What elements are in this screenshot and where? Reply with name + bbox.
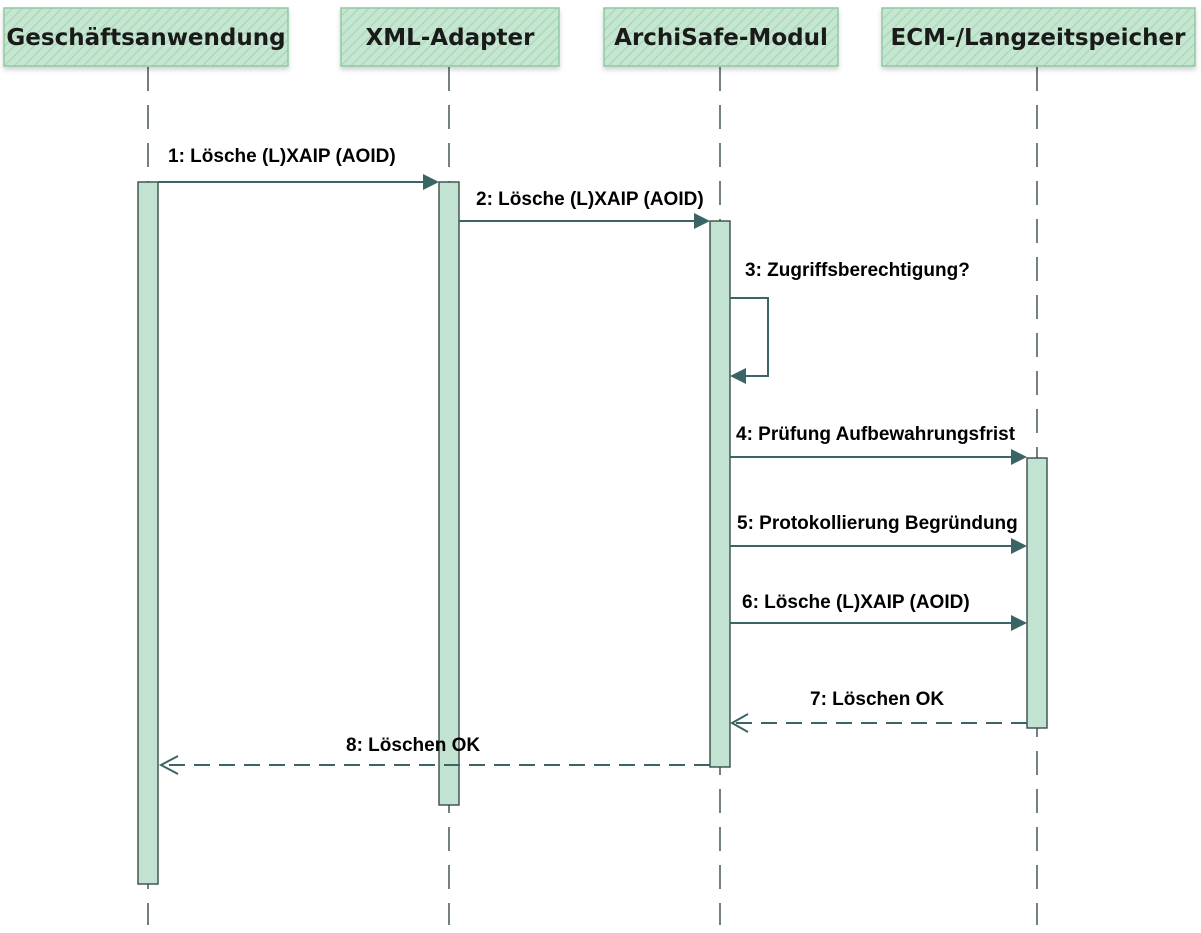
arrow-head-icon: [694, 213, 710, 229]
participant-xml-adapter: XML-Adapter: [340, 7, 560, 67]
participant-geschaeftsanwendung: Geschäftsanwendung: [3, 7, 289, 67]
participant-header-box: [3, 7, 289, 67]
participant-header-box: [603, 7, 839, 67]
message-label: 5: Protokollierung Begründung: [737, 513, 1018, 534]
message-label: 1: Lösche (L)XAIP (AOID): [168, 146, 396, 167]
open-arrow-head-icon: [158, 755, 179, 775]
participant-label: ArchiSafe-Modul: [614, 25, 828, 51]
message-1: 1: Lösche (L)XAIP (AOID): [158, 146, 439, 190]
message-label: 3: Zugriffsberechtigung?: [745, 260, 970, 281]
message-label: 2: Lösche (L)XAIP (AOID): [476, 189, 704, 210]
message-8: 8: Löschen OK: [158, 735, 710, 775]
arrow-head-icon: [1011, 538, 1027, 554]
open-arrow-head-icon: [729, 713, 749, 733]
participant-header-box: [881, 7, 1196, 67]
message-label: 8: Löschen OK: [346, 735, 480, 756]
participant-label: ECM-/Langzeitspeicher: [891, 25, 1187, 51]
arrow-head-icon: [730, 368, 746, 384]
message-7: 7: Löschen OK: [729, 689, 1027, 733]
message-4: 4: Prüfung Aufbewahrungsfrist: [730, 424, 1027, 465]
message-label: 4: Prüfung Aufbewahrungsfrist: [736, 424, 1016, 445]
arrow-head-icon: [1011, 615, 1027, 631]
message-label: 7: Löschen OK: [810, 689, 944, 710]
arrow-head-icon: [1011, 449, 1027, 465]
arrow-head-icon: [423, 174, 439, 190]
participant-archisafe-modul: ArchiSafe-Modul: [603, 7, 839, 67]
message-2: 2: Lösche (L)XAIP (AOID): [459, 189, 710, 229]
message-label: 6: Lösche (L)XAIP (AOID): [742, 592, 970, 613]
activation-xml-adapter: [438, 181, 460, 806]
participant-ecm-langzeitspeicher: ECM-/Langzeitspeicher: [881, 7, 1196, 67]
message-arrow-line: [730, 297, 769, 377]
activation-archisafe-modul: [709, 220, 731, 768]
message-3: 3: Zugriffsberechtigung?: [730, 260, 970, 384]
activation-ecm-langzeitspeicher: [1026, 457, 1048, 729]
participant-label: XML-Adapter: [365, 25, 535, 51]
message-5: 5: Protokollierung Begründung: [730, 513, 1027, 554]
activation-geschaeftsanwendung: [137, 181, 159, 885]
message-6: 6: Lösche (L)XAIP (AOID): [730, 592, 1027, 631]
participant-label: Geschäftsanwendung: [6, 25, 285, 51]
participant-header-box: [340, 7, 560, 67]
